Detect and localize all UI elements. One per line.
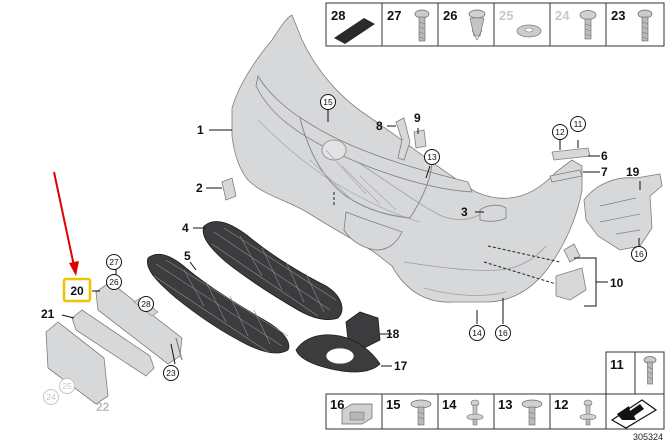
callout-14-circled: 14 (469, 325, 485, 341)
callout-10: 10 (610, 276, 624, 290)
tray-label-12: 12 (554, 397, 568, 412)
washer-icon (516, 24, 542, 38)
callout-15-circled: 15 (320, 94, 336, 110)
callout-4: 4 (182, 221, 189, 235)
callout-25-circled: 25 (59, 378, 75, 394)
tray-label-25: 25 (499, 8, 513, 23)
callout-19: 19 (626, 165, 640, 179)
plate-bracket-part-21 (71, 309, 155, 377)
svg-text:16: 16 (498, 328, 508, 338)
svg-text:11: 11 (574, 119, 583, 129)
callout-17: 17 (394, 359, 408, 373)
collar-screw-icon (410, 399, 432, 426)
highlighted-callout-20[interactable]: 20 (62, 277, 92, 303)
side-hardware-box: 11 (605, 351, 665, 395)
top-hardware-tray: 28 27 26 25 24 23 (325, 2, 665, 47)
expanding-rivet-icon (468, 9, 486, 41)
pin-rivet-icon (579, 399, 597, 426)
bracket-part-8 (395, 117, 427, 161)
collar-screw-icon (521, 399, 543, 426)
side-box-label-11: 11 (610, 357, 624, 372)
grille-part-5 (147, 254, 290, 354)
svg-text:16: 16 (634, 249, 644, 259)
callout-12-circled: 12 (552, 124, 568, 140)
installation-direction-icon (610, 399, 658, 429)
clip-nut-icon (341, 403, 373, 425)
callout-16-circled: 16 (495, 325, 511, 341)
callout-21: 21 (41, 307, 55, 321)
tray-label-15: 15 (386, 397, 400, 412)
svg-text:24: 24 (46, 392, 56, 402)
svg-text:23: 23 (166, 368, 176, 378)
foam-strip-icon (334, 18, 375, 44)
callout-22: 22 (96, 400, 110, 414)
diagram-id: 305324 (633, 432, 663, 442)
tray-label-23: 23 (611, 8, 625, 23)
emblem-mount (321, 139, 347, 161)
bottom-tray-frame (325, 393, 665, 430)
callout-13-circled: 13 (424, 149, 440, 165)
leader-lines (61, 110, 641, 367)
bottom-hardware-tray: 16 15 14 13 12 (325, 393, 665, 430)
screw-icon (643, 356, 657, 385)
callout-3: 3 (461, 205, 468, 219)
tray-label-24: 24 (555, 8, 570, 23)
callout-20: 20 (70, 284, 84, 298)
svg-text:13: 13 (427, 152, 437, 162)
fog-grille-part-17 (295, 334, 381, 373)
screw-part-23 (175, 337, 183, 361)
tray-label-27: 27 (387, 8, 401, 23)
svg-text:12: 12 (555, 127, 565, 137)
upper-grille-frame (255, 74, 473, 219)
callout-2: 2 (196, 181, 203, 195)
fog-cover-part (479, 204, 507, 222)
svg-text:26: 26 (109, 277, 119, 287)
tray-label-14: 14 (442, 397, 457, 412)
callout-28-circled: 28 (138, 296, 154, 312)
grille-part-4 (202, 221, 343, 320)
callout-24-circled: 24 (43, 389, 59, 405)
side-bracket-part-19 (583, 173, 663, 251)
clip-part-2 (221, 177, 237, 201)
callout-27-circled: 27 (106, 254, 122, 270)
callout-1: 1 (197, 123, 204, 137)
callout-6: 6 (601, 149, 608, 163)
callout-5: 5 (184, 249, 191, 263)
callout-11-circled: 11 (570, 116, 586, 132)
callout-23-circled: 23 (163, 365, 179, 381)
highlight-box (62, 277, 92, 303)
license-plate-part-22 (45, 321, 109, 405)
callout-18: 18 (386, 327, 400, 341)
callout-16-circled: 16 (631, 246, 647, 262)
tray-label-26: 26 (443, 8, 457, 23)
tray-label-28: 28 (331, 8, 345, 23)
guide-part-10 (555, 243, 587, 301)
bumper-trim-panel (231, 14, 583, 303)
svg-text:14: 14 (472, 328, 482, 338)
callout-26-circled: 26 (106, 274, 122, 290)
callout-7: 7 (601, 165, 608, 179)
red-pointer-arrow-icon (53, 171, 79, 276)
screw-icon (414, 9, 430, 42)
callout-8: 8 (376, 119, 383, 133)
svg-text:25: 25 (62, 381, 72, 391)
svg-text:15: 15 (323, 97, 333, 107)
tray-label-16: 16 (330, 397, 344, 412)
screw-icon (637, 9, 653, 42)
callout-9: 9 (414, 111, 421, 125)
svg-text:28: 28 (141, 299, 151, 309)
tray-label-13: 13 (498, 397, 512, 412)
callout-labels: 1 2 3 4 5 6 7 8 9 10 18 17 19 21 22 11 1… (41, 94, 647, 414)
svg-text:27: 27 (109, 257, 119, 267)
pin-rivet-icon (466, 399, 484, 426)
screw-icon (579, 10, 597, 40)
